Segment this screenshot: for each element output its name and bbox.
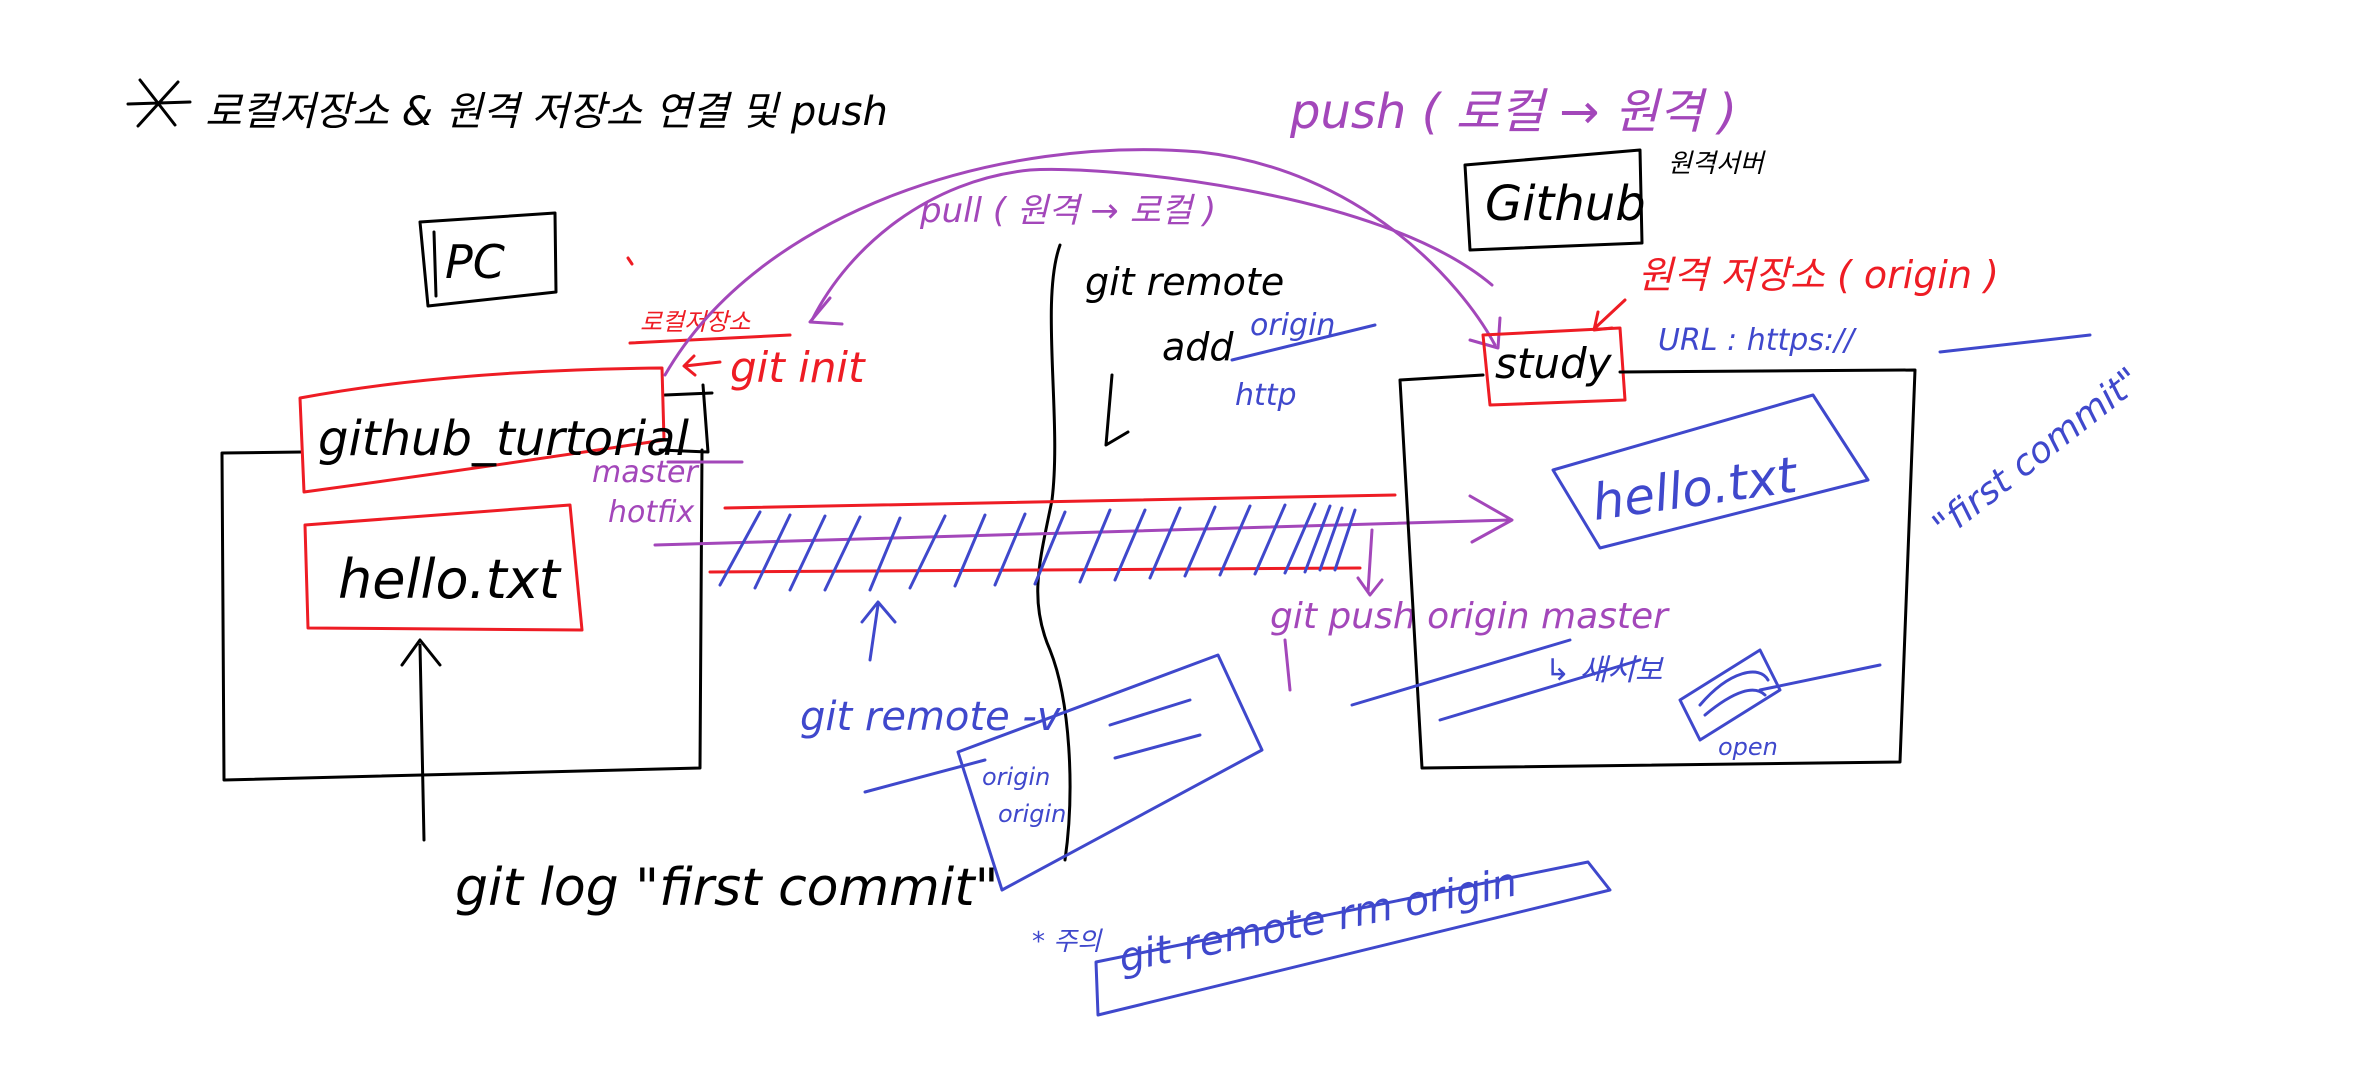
remote-rm-box [1094, 860, 1612, 1017]
remote-v-output-1: origin [982, 763, 1050, 791]
remote-add-underline [1230, 323, 1377, 362]
folder-box [298, 366, 666, 494]
divider-line [1036, 243, 1072, 862]
remote-v-output-lines [1108, 698, 1202, 760]
pull-label: pull ( 원격 → 로컬 ) [919, 191, 1216, 231]
pull-arrowhead-icon [808, 296, 844, 326]
git-init-label: git init [730, 343, 866, 392]
folder-label: github_turtorial [318, 411, 690, 467]
git-remote-v-label: git remote -v [800, 694, 1062, 740]
git-log-label: git log "first commit" [455, 858, 999, 918]
remote-commit-label: "first commit" [1925, 360, 2148, 547]
channel-hatching [718, 502, 1357, 592]
push-label: push ( 로컬 → 원격 ) [1289, 84, 1737, 140]
badge-scribble-icon [1698, 670, 1770, 717]
github-label: Github [1485, 176, 1646, 232]
local-file-label: hello.txt [338, 548, 562, 611]
badge-label: open [1718, 733, 1778, 761]
channel-push-arrow-icon [653, 494, 1514, 547]
remote-v-output-2: origin [998, 800, 1066, 828]
local-repo-underline [628, 333, 792, 345]
git-init-arrow-icon [682, 354, 722, 377]
github-label-box [1463, 148, 1644, 252]
pc-container [220, 383, 710, 782]
remote-add-down-arrow-icon [1104, 373, 1130, 447]
remote-add-line2: add [1162, 325, 1234, 369]
remote-repo-note: 원격 저장소 ( origin ) [1638, 253, 1999, 297]
badge-tail [1758, 663, 1882, 692]
pc-label-box [418, 211, 558, 308]
pc-container-tick [663, 391, 714, 397]
remote-server-note: 원격서버 [1668, 149, 1767, 179]
push-down-arrow-icon [1356, 528, 1384, 597]
pc-label: PC [445, 235, 505, 289]
github-container [1398, 368, 1917, 770]
channel-bottom-line [708, 566, 1362, 574]
pull-arc [810, 167, 1494, 322]
push-arc [663, 148, 1497, 377]
remote-v-underline [863, 758, 987, 794]
red-dot [626, 256, 634, 266]
page-title: 로컬저장소 & 원격 저장소 연결 및 push [205, 89, 888, 135]
branch-master: master [592, 455, 699, 490]
local-file-box [303, 503, 584, 632]
remote-add-http: http [1235, 378, 1297, 413]
pc-label-stroke [432, 230, 438, 298]
git-remote-rm-label: git remote rm origin [1115, 859, 1521, 981]
url-note: URL : https:// [1658, 323, 1857, 358]
badge-box [1678, 648, 1782, 742]
remote-file-label: hello.txt [1589, 446, 1803, 532]
remote-strokes [1350, 638, 1642, 722]
title-asterisk-icon [126, 78, 192, 128]
study-repo-box [1481, 326, 1627, 407]
branch-hotfix: hotfix [608, 495, 695, 530]
git-push-tail [1283, 638, 1292, 692]
remote-file-box [1551, 393, 1870, 550]
study-repo-label: study [1495, 339, 1613, 388]
push-arrowhead-icon [1468, 316, 1502, 350]
remove-note: * 주의 [1032, 927, 1103, 957]
url-line [1938, 333, 2092, 354]
remote-add-line1: git remote [1085, 260, 1284, 304]
remote-v-output-box [956, 653, 1264, 892]
remote-v-up-arrow-icon [860, 600, 897, 662]
channel-top-line [723, 493, 1397, 510]
git-log-arrow-icon [400, 638, 442, 842]
remote-repo-arrow-icon [1592, 298, 1627, 332]
git-push-label: git push origin master [1270, 596, 1670, 637]
